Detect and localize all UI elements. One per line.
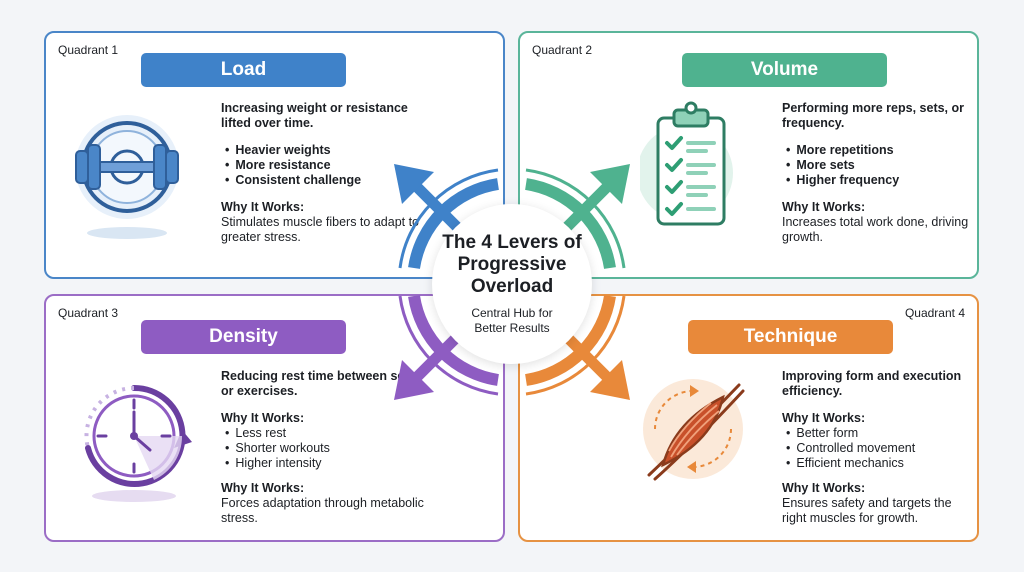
quadrant-label: Quadrant 1 [58, 43, 119, 57]
stopwatch-icon [84, 384, 192, 502]
why-text: Ensures safety and targets the right mus… [782, 496, 952, 525]
list-item: Shorter workouts [225, 441, 431, 456]
quadrant-label: Quadrant 2 [532, 43, 593, 57]
muscle-icon [643, 379, 745, 481]
why-text: Forces adaptation through metabolic stre… [221, 496, 424, 525]
load-title: Load [141, 53, 346, 87]
list-item: Efficient mechanics [786, 456, 972, 471]
why-heading: Why It Works: [782, 200, 866, 214]
hub-title: The 4 Levers of Progressive Overload [442, 232, 582, 297]
volume-bullets: More repetitions More sets Higher freque… [786, 143, 972, 188]
volume-details: Performing more reps, sets, or frequency… [782, 101, 972, 245]
list-item: Heavier weights [225, 143, 431, 158]
density-bullets: Less rest Shorter workouts Higher intens… [225, 426, 431, 471]
dumbbell-icon [75, 115, 179, 239]
density-description: Reducing rest time between sets or exerc… [221, 369, 416, 398]
density-title: Density [141, 320, 346, 354]
load-details: Increasing weight or resistance lifted o… [221, 101, 431, 245]
clipboard-checklist-icon [640, 101, 733, 226]
list-item: Higher frequency [786, 173, 972, 188]
load-description: Increasing weight or resistance lifted o… [221, 101, 408, 130]
technique-title: Technique [688, 320, 893, 354]
hub-subtitle: Central Hub for Better Results [471, 306, 553, 335]
technique-details: Improving form and execution efficiency.… [782, 369, 972, 526]
technique-description: Improving form and execution efficiency. [782, 369, 962, 398]
list-item: Controlled movement [786, 441, 972, 456]
quadrant-load: Quadrant 1 Load Increasing weight or res… [44, 31, 505, 279]
list-item: More sets [786, 158, 972, 173]
list-item: More repetitions [786, 143, 972, 158]
arrow-load-icon [394, 164, 466, 236]
why-text: Stimulates muscle fibers to adapt to gre… [221, 215, 420, 244]
why-heading: Why It Works: [221, 200, 305, 214]
why-heading: Why It Works: [782, 411, 866, 425]
why-text: Increases total work done, driving growt… [782, 215, 969, 244]
why-heading: Why It Works: [221, 411, 305, 425]
list-item: Better form [786, 426, 972, 441]
volume-title: Volume [682, 53, 887, 87]
quadrant-label: Quadrant 3 [58, 306, 119, 320]
arrow-volume-icon [558, 164, 630, 236]
list-item: More resistance [225, 158, 431, 173]
quadrant-volume: Quadrant 2 Volume Performing more reps, … [518, 31, 979, 279]
list-item: Consistent challenge [225, 173, 431, 188]
load-bullets: Heavier weights More resistance Consiste… [225, 143, 431, 188]
central-hub: The 4 Levers of Progressive Overload Cen… [432, 204, 592, 364]
technique-bullets: Better form Controlled movement Efficien… [786, 426, 972, 471]
volume-description: Performing more reps, sets, or frequency… [782, 101, 965, 130]
hub-rings [394, 164, 630, 400]
quadrant-technique: Quadrant 4 Technique Improving form and … [518, 294, 979, 542]
density-details: Reducing rest time between sets or exerc… [221, 369, 431, 526]
arrow-technique-icon [558, 328, 630, 400]
why-heading: Why It Works: [221, 481, 305, 495]
why-heading: Why It Works: [782, 481, 866, 495]
quadrant-label: Quadrant 4 [904, 306, 965, 320]
list-item: Higher intensity [225, 456, 431, 471]
list-item: Less rest [225, 426, 431, 441]
